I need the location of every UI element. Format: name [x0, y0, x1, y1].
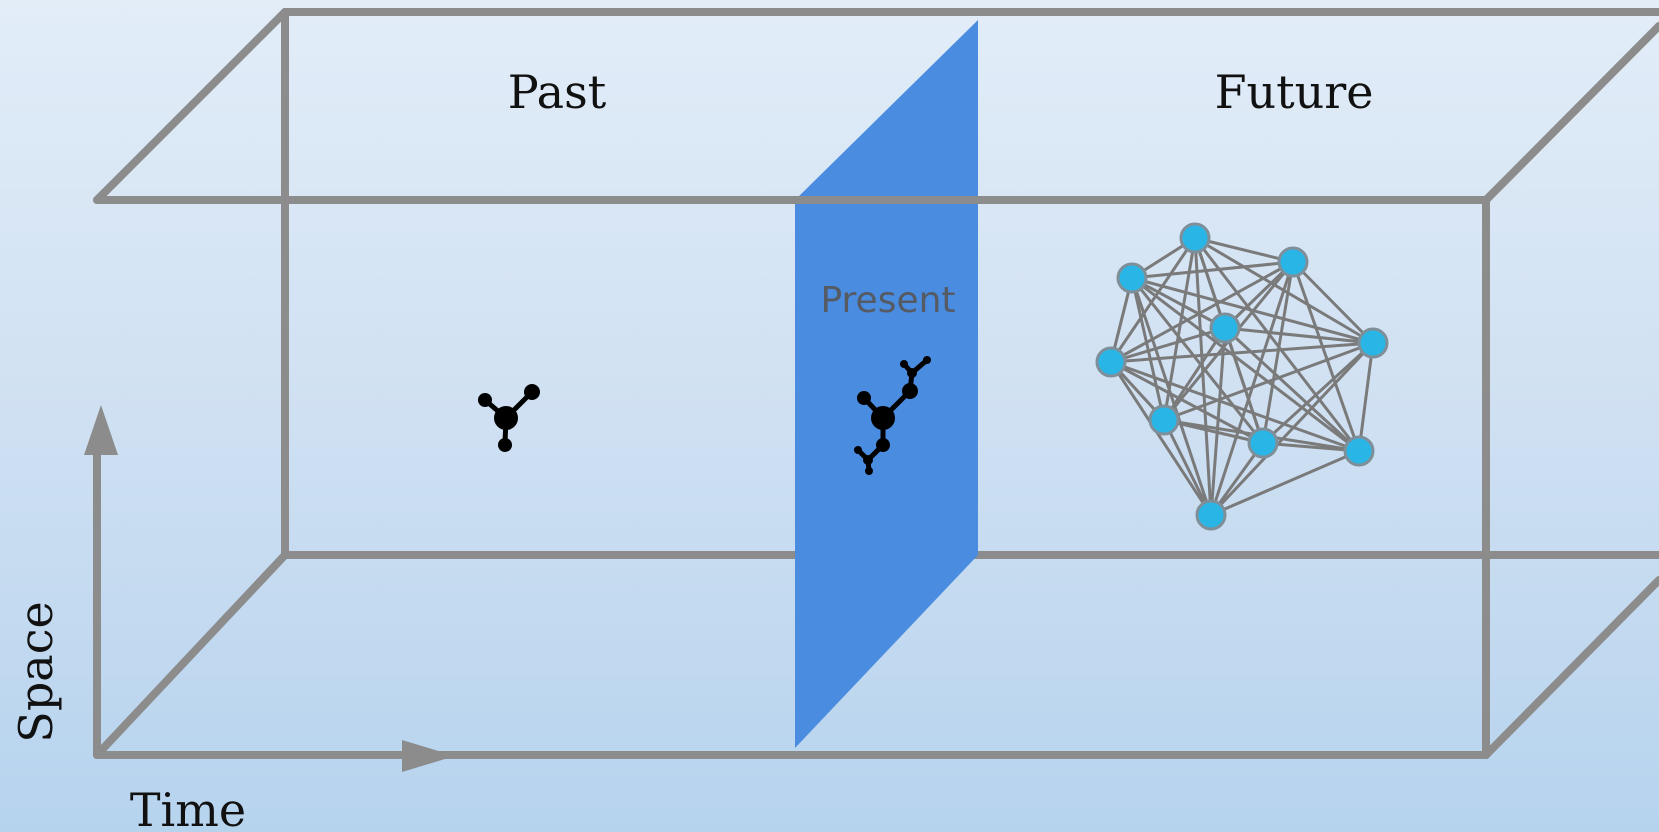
network-nodes [1095, 222, 1389, 531]
space-axis-arrowhead [84, 405, 118, 455]
network-edge [1130, 277, 1166, 421]
time-axis-arrowhead [402, 740, 455, 772]
network-node [1209, 312, 1241, 344]
network-node [1095, 346, 1127, 378]
network-edge [1193, 237, 1213, 516]
network-node [1357, 327, 1389, 359]
network-edge [1210, 449, 1360, 517]
network-edge [1110, 326, 1226, 364]
box-front-face [93, 196, 1490, 759]
network-node [1247, 427, 1279, 459]
network-node [1195, 499, 1227, 531]
future-network-graph [1095, 222, 1389, 531]
network-edge [1131, 260, 1294, 280]
network-edge [1162, 327, 1227, 421]
network-edge [1131, 276, 1374, 345]
network-edge [1291, 261, 1361, 452]
network-edge [1130, 277, 1213, 516]
space-axis [84, 405, 118, 759]
network-edge [1209, 327, 1227, 516]
network-node [1116, 262, 1148, 294]
network-edge [1109, 361, 1213, 516]
present-plane [795, 20, 978, 748]
space-axis-label: Space [9, 601, 63, 742]
box-depth-top-left [93, 8, 289, 204]
network-edge [1261, 261, 1295, 444]
box-depth-edges [93, 8, 1659, 759]
network-edge [1223, 327, 1265, 444]
box-depth-bottom-right [1482, 576, 1659, 759]
network-edge [1110, 341, 1374, 364]
network-edge [1130, 277, 1265, 444]
network-node [1343, 435, 1375, 467]
network-edge [1194, 236, 1294, 264]
network-edges [1109, 236, 1375, 517]
network-edge [1109, 237, 1197, 363]
network-node [1277, 246, 1309, 278]
past-label: Past [508, 65, 607, 119]
network-edge [1357, 342, 1375, 452]
network-node [1179, 222, 1211, 254]
network-edge [1131, 276, 1226, 330]
box-depth-top-right [1482, 22, 1659, 204]
time-axis [402, 740, 455, 772]
network-node [1148, 404, 1180, 436]
present-molecule-icon [854, 356, 931, 475]
network-edge [1193, 237, 1361, 452]
time-axis-label: Time [130, 783, 246, 832]
network-edge [1131, 276, 1360, 453]
network-edge [1223, 326, 1361, 453]
network-edge [1110, 260, 1294, 364]
network-edge [1209, 341, 1375, 517]
network-edge [1223, 260, 1295, 330]
network-edge [1224, 326, 1374, 345]
past-molecule-icon [478, 384, 540, 452]
network-edge [1262, 441, 1360, 453]
network-edge [1110, 360, 1360, 453]
box-depth-bottom-left [93, 551, 289, 759]
network-edge [1261, 341, 1375, 445]
network-edge [1110, 360, 1264, 445]
network-edge [1291, 260, 1375, 345]
future-label: Future [1215, 65, 1374, 119]
network-edge [1162, 419, 1213, 516]
present-label: Present [820, 280, 955, 321]
